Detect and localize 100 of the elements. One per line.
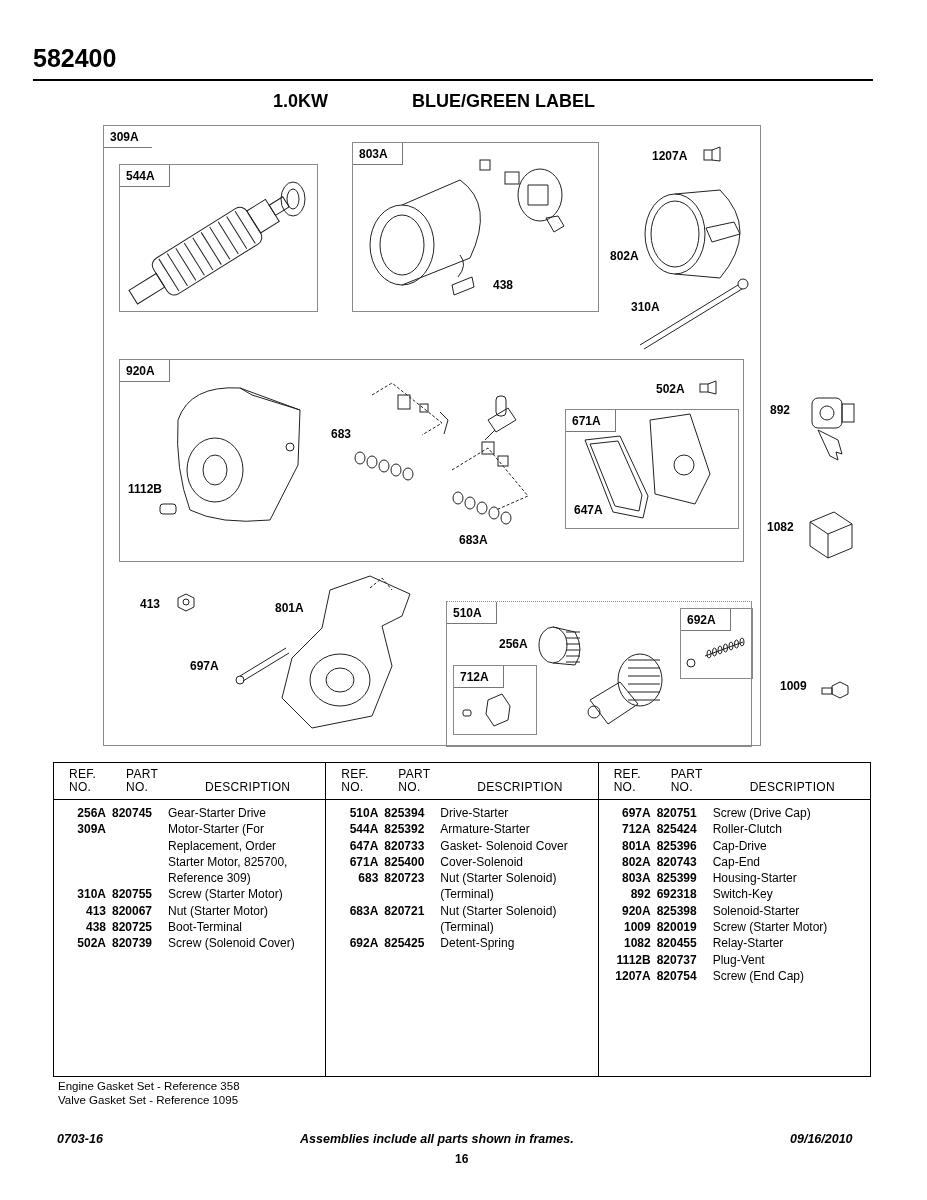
part-description: Screw (Starter Motor) [168,886,284,903]
part-number: 825396 [656,837,698,854]
part-number: 825424 [656,821,698,838]
ref-number: 803A [620,870,651,887]
part-number: 820743 [656,853,698,871]
part-description: Switch-Key [712,886,774,903]
ref-number: 892 [629,886,651,903]
callout-number: 801A [275,601,304,615]
ref-number: 544A [348,821,379,838]
ref-number: 1112B [615,951,651,968]
callout-number: 892 [770,403,791,417]
part-description: Solenoid-Starter [712,902,801,920]
part-description: Boot-Terminal [168,919,244,936]
part-description: Cap-Drive [712,837,768,854]
callout-number: 1082 [767,520,794,534]
page-heading: 1.0KW [273,91,328,112]
part-description: Armature-Starter [440,821,531,838]
ref-number: 697A [620,805,651,822]
column-header: PART NO. [398,768,432,794]
part-description: Plug-Vent [712,951,766,968]
assembly-frame [352,142,599,312]
callout-number: 647A [574,503,603,517]
frame-label: 510A [447,602,497,624]
ref-number: 712A [620,821,651,838]
part-description: Nut (Starter Motor) [168,902,270,920]
part-description: Roller-Clutch [712,821,783,838]
part-description: Gear-Starter Drive [168,805,268,822]
callout-number: 802A [610,249,639,263]
part-description: Drive-Starter [440,805,510,822]
ref-number: 256A [76,805,106,822]
callout-number: 683 [331,427,352,441]
frame-label: 920A [120,360,170,382]
part-number: 820755 [112,886,154,903]
part-description: Relay-Starter [712,935,785,952]
note: Engine Gasket Set - Reference 358 [58,1080,240,1093]
callout-number: 1207A [652,149,688,163]
part-number: 820455 [656,935,698,952]
part-number: 820067 [112,902,154,920]
part-number: 825398 [656,902,698,920]
ref-number: 510A [348,805,379,822]
ref-number: 683 [357,870,379,888]
column-header: REF. NO. [69,768,98,794]
column-header: DESCRIPTION [204,781,292,794]
part-number: 825392 [384,821,426,838]
page-heading: BLUE/GREEN LABEL [412,91,595,112]
frame-label: 803A [353,143,403,165]
frame-label: 712A [454,666,504,688]
part-number: 820739 [112,935,154,952]
column-header: PART NO. [126,768,159,794]
ref-number: 671A [348,853,379,871]
ref-number: 802A [620,853,651,871]
column-header: PART NO. [670,768,704,794]
part-description: Housing-Starter [712,870,798,887]
part-number: 820721 [384,902,426,920]
callout-number: 413 [140,597,161,611]
callout-number: 1009 [780,679,807,693]
assembly-frame [119,359,744,562]
part-number: 825394 [384,805,426,822]
assembly-frame [119,164,318,312]
ref-number: 1207A [614,967,651,985]
part-description: Screw (Solenoid Cover) [168,935,296,952]
part-number: 820733 [384,837,426,854]
part-description: Screw (Drive Cap) [712,805,812,822]
ref-number: 502A [76,935,106,952]
assembly-frame [103,125,761,746]
part-number: 820019 [656,919,698,936]
part-number: 820754 [656,967,698,985]
part-number: 820725 [112,919,154,936]
ref-number: 310A [76,886,106,903]
ref-number: 1009 [622,919,651,936]
part-number: 820745 [112,805,154,822]
assembly-frame [446,601,752,747]
footer-code: 0703-16 [57,1132,103,1146]
ref-number: 920A [620,902,651,920]
part-number: 825399 [656,870,698,887]
callout-number: 1112B [128,482,163,496]
part-description: Screw (Starter Motor) [712,919,829,936]
footer-note: Assemblies include all parts shown in frames. [300,1132,574,1146]
frame-label: 309A [104,126,152,148]
part-description: Cover-Solenoid [440,853,525,871]
ref-number: 1082 [622,935,651,952]
column-header: DESCRIPTION [476,781,564,794]
column-header: REF. NO. [613,768,642,794]
ref-number: 309A [76,821,106,839]
ref-number: 413 [84,902,106,920]
frame-label: 544A [120,165,170,187]
ref-number: 647A [348,837,379,854]
ref-number: 438 [84,919,106,936]
ref-number: 692A [348,935,379,952]
callout-number: 697A [190,659,219,673]
assembly-frame [680,608,753,679]
assembly-frame [453,665,537,735]
callout-number: 683A [459,533,488,547]
part-number: 820751 [656,805,698,822]
frame-label: 692A [681,609,731,631]
part-description: Gasket- Solenoid Cover [440,837,569,854]
callout-number: 438 [493,278,514,292]
column-header: REF. NO. [341,768,370,794]
part-number: 820737 [656,951,698,968]
part-description: Cap-End [712,853,762,871]
